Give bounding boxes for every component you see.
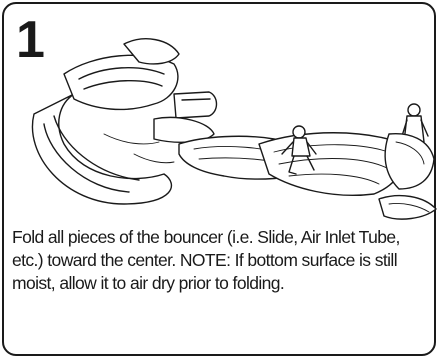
step-panel: 1: [2, 2, 436, 356]
folded-bouncer-left: [32, 39, 216, 204]
folding-bouncer-illustration: [4, 4, 438, 234]
step-instruction: Fold all pieces of the bouncer (i.e. Sli…: [12, 226, 422, 295]
